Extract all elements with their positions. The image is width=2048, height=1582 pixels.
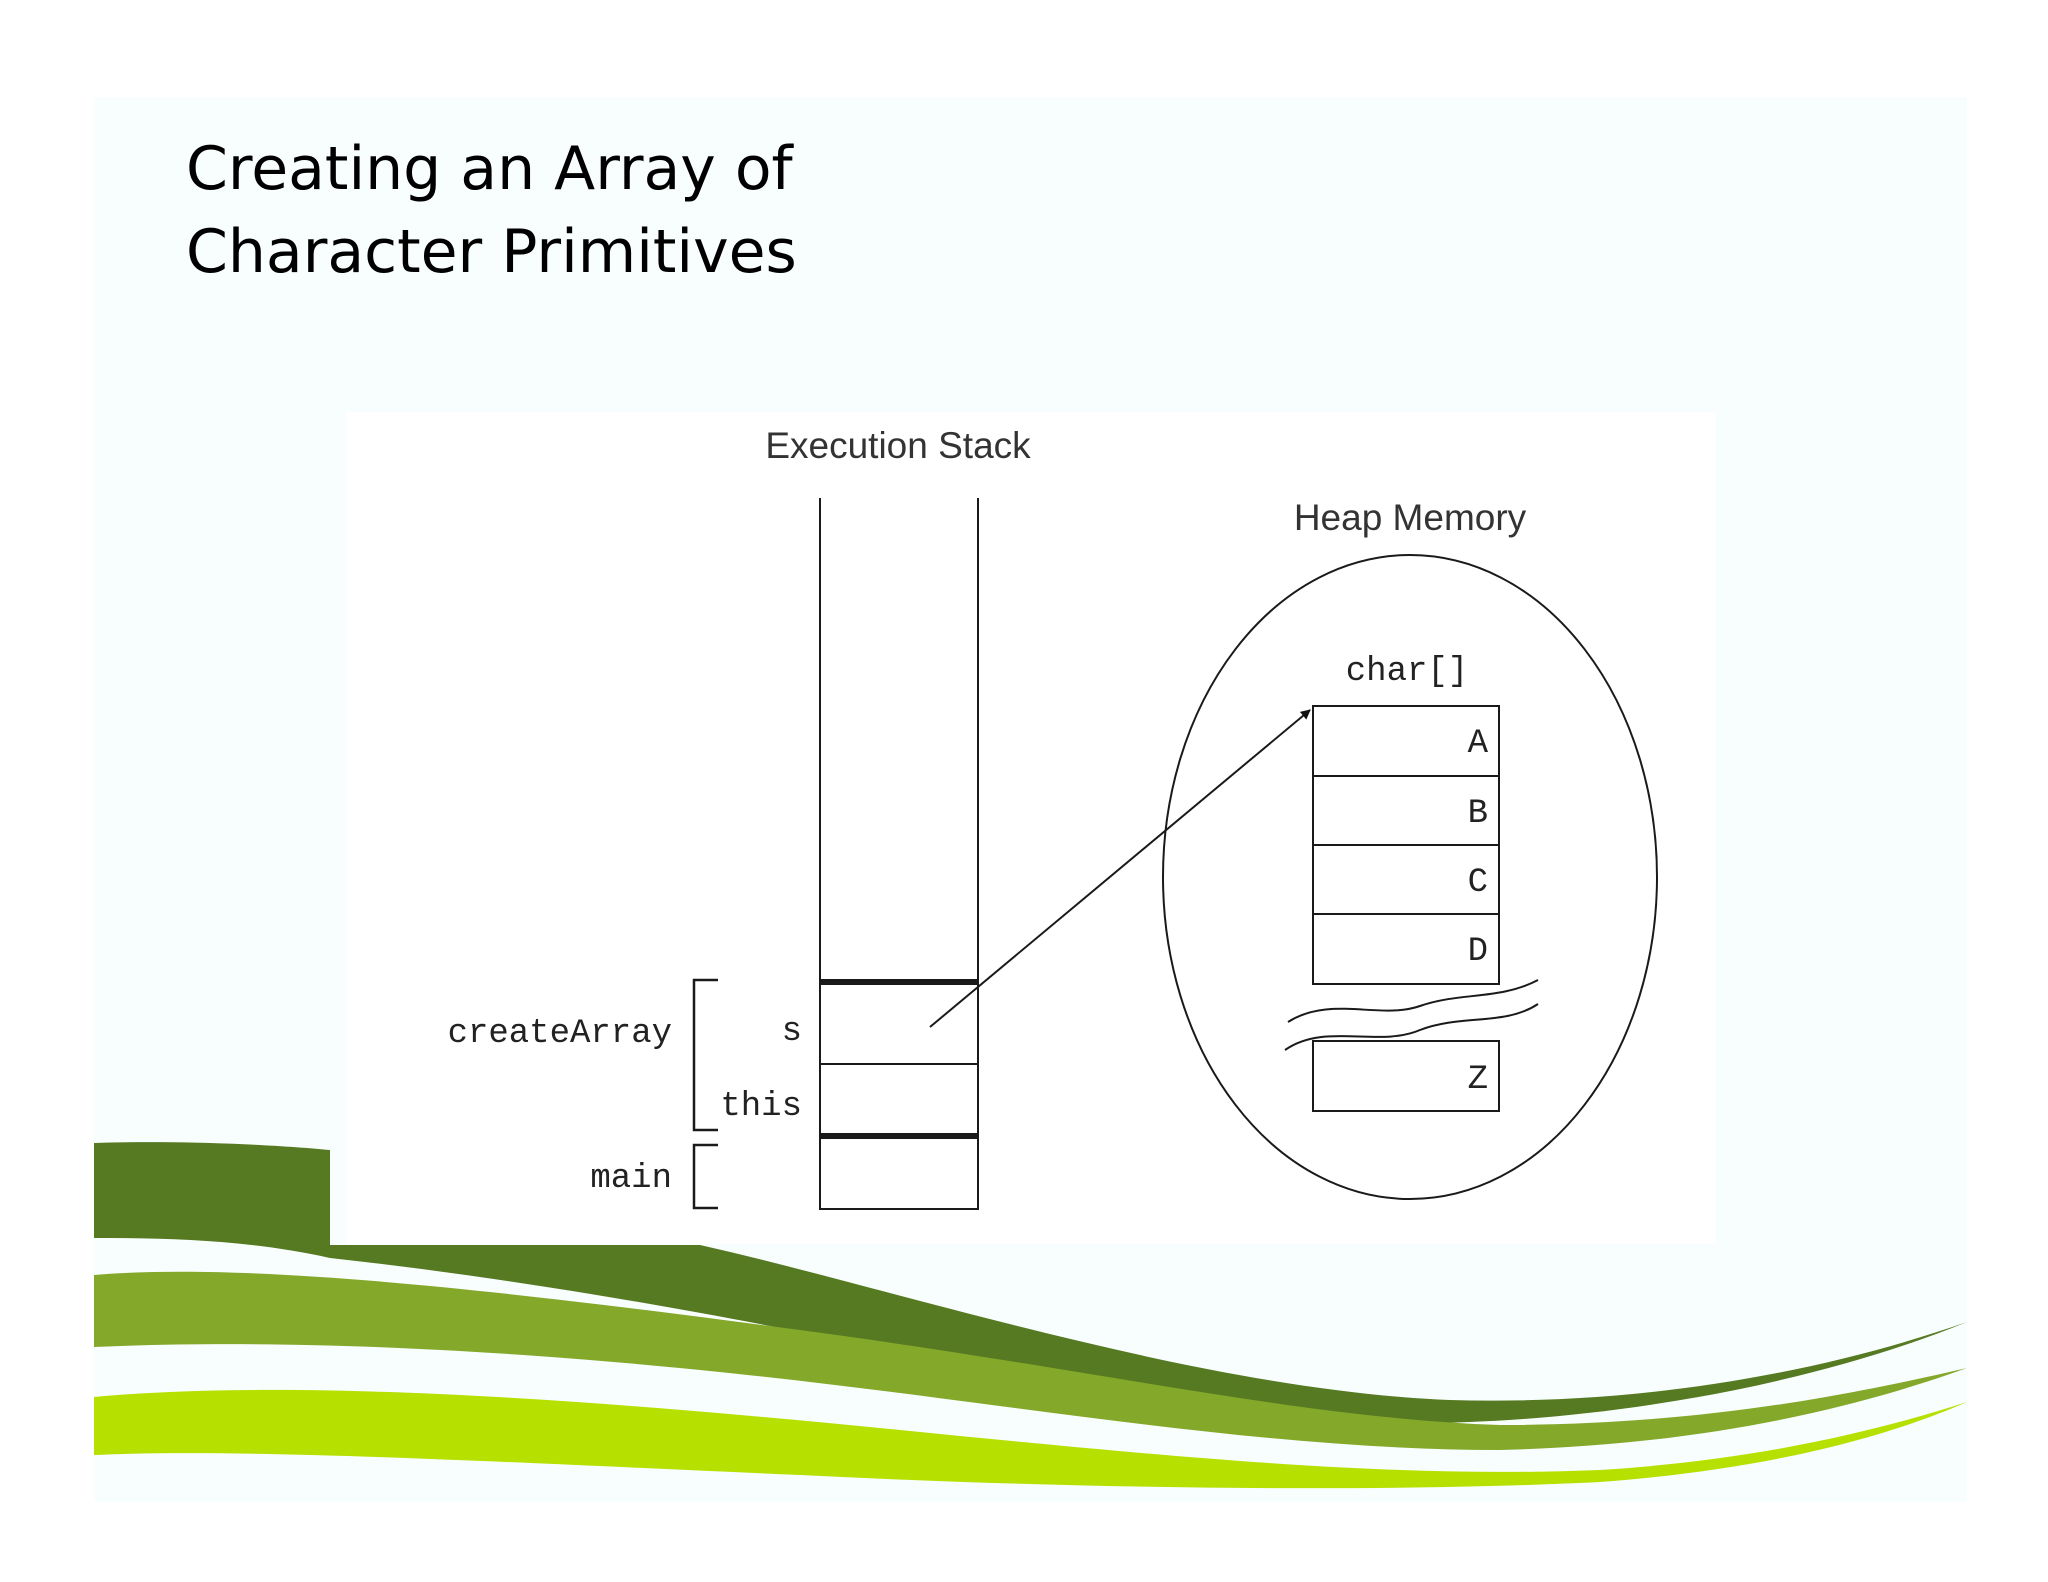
diagram-panel [346,412,1716,1244]
char-array: A B C D Z [1312,705,1500,1112]
wave-light-green [94,1389,1967,1489]
array-cell-value: C [1468,864,1488,902]
array-cell [1312,1040,1500,1112]
slot-this-label: this [720,1088,802,1126]
execution-stack-label: Execution Stack [765,425,1031,466]
slide-title-line-1: Creating an Array of [186,134,793,204]
reference-arrow [929,709,1311,1028]
array-cell-value: D [1468,933,1488,971]
heap-memory-label: Heap Memory [1294,497,1527,538]
array-cell-value: A [1468,725,1489,763]
slide-title-line-2: Character Primitives [186,217,797,287]
array-cell-value: Z [1468,1061,1488,1099]
create-array-frame-label: createArray [448,1015,672,1053]
main-bracket [692,1143,718,1210]
array-cell [1312,913,1500,985]
slot-s-label: s [782,1013,802,1051]
array-cell-value: B [1468,795,1488,833]
wave-mid-green [94,1271,1967,1450]
break-wave-lower [1284,1003,1539,1051]
main-frame-label: main [590,1160,672,1198]
slide-title: Creating an Array of Character Primitive… [186,128,797,294]
create-array-bracket [692,978,718,1132]
heap-oval [1162,554,1658,1200]
break-wave-upper [1287,979,1539,1023]
execution-stack [819,498,979,1210]
array-type-label: char[] [1346,653,1468,691]
